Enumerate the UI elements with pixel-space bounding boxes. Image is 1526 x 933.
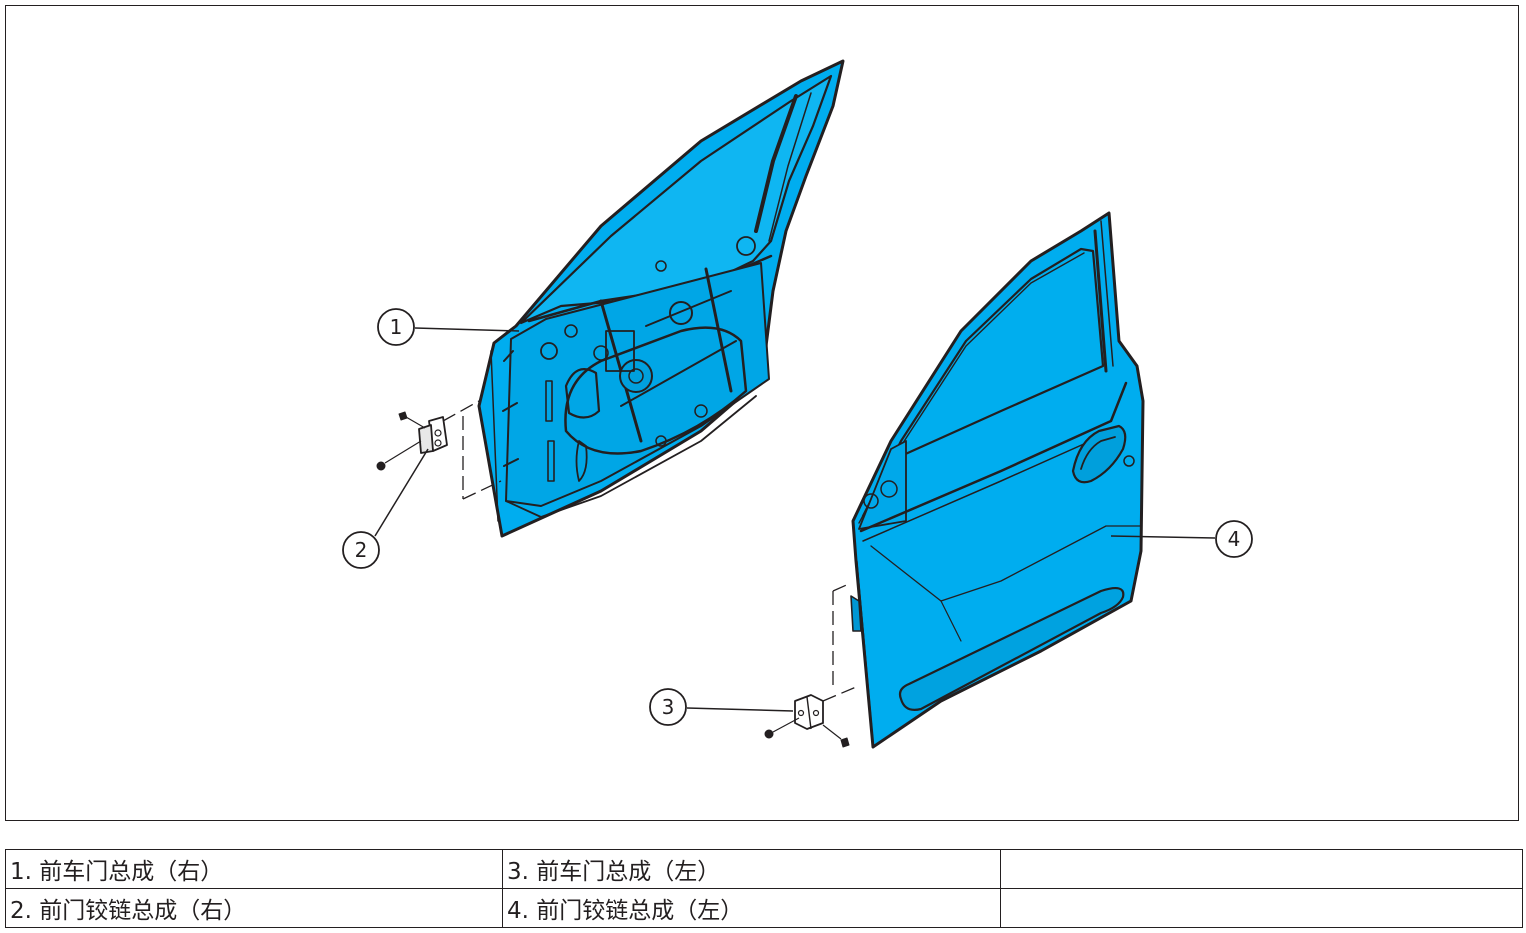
legend-cell: 1. 前车门总成（右） (5, 849, 503, 889)
legend-cell: 4. 前门铰链总成（左） (502, 888, 1001, 928)
callout-number: 1 (390, 315, 403, 339)
callout-4: 4 (1110, 520, 1253, 558)
door-illustration: 1 2 3 4 (342, 59, 1253, 749)
callout-number: 4 (1228, 527, 1241, 551)
front-door-left (850, 211, 1145, 749)
front-door-right (477, 59, 845, 538)
callout-2: 2 (342, 448, 429, 569)
exploded-view-figure: 1 2 3 4 (5, 5, 1519, 821)
legend-cell: 2. 前门铰链总成（右） (5, 888, 503, 928)
assembly-lines-left (822, 582, 857, 702)
callout-number: 2 (355, 538, 368, 562)
callout-number: 3 (662, 695, 675, 719)
legend-cell: 3. 前车门总成（左） (502, 849, 1001, 889)
assembly-lines-right (442, 400, 502, 500)
legend-cell (1000, 849, 1523, 889)
legend-cell (1000, 888, 1523, 928)
parts-legend-table: 1. 前车门总成（右） 3. 前车门总成（左） 2. 前门铰链总成（右） 4. … (5, 849, 1523, 928)
front-door-hinge-left (764, 694, 850, 748)
legend-row: 1. 前车门总成（右） 3. 前车门总成（左） (5, 849, 1523, 889)
callout-1: 1 (377, 308, 520, 346)
front-door-hinge-right (376, 411, 448, 471)
callout-3: 3 (649, 688, 794, 726)
legend-row: 2. 前门铰链总成（右） 4. 前门铰链总成（左） (5, 888, 1523, 928)
